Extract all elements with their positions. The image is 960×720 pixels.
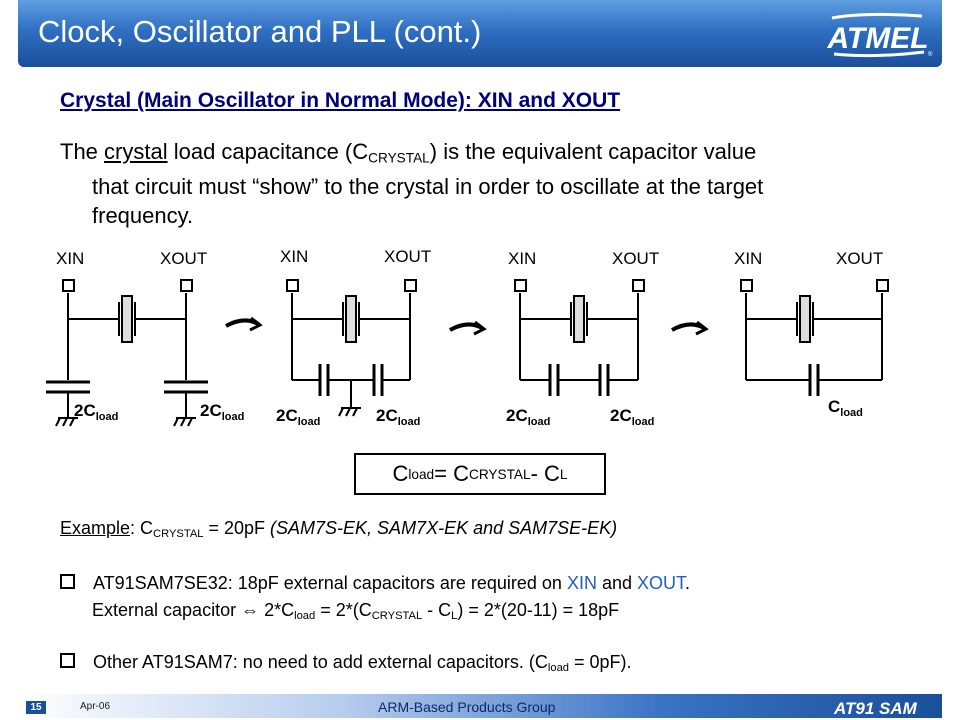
crystal-word: crystal — [104, 139, 168, 164]
at91sam-logo: AT91 SAM — [833, 699, 918, 718]
atmel-logo: ATMEL ® — [826, 12, 933, 58]
crystal-circuit-diagram: XIN XOUT XIN XOUT XIN XOUT XIN XOUT 2Clo… — [46, 247, 889, 428]
pin-label-xin: XIN — [734, 249, 762, 268]
circuit-stage-2 — [291, 293, 411, 417]
title-bar — [18, 0, 942, 67]
page-number: 15 — [26, 701, 46, 714]
cap-label: 2Cload — [276, 406, 320, 428]
pin-label-xout: XOUT — [384, 247, 431, 266]
section-subtitle: Crystal (Main Oscillator in Normal Mode)… — [60, 89, 621, 112]
pin-label-xin: XIN — [280, 247, 308, 266]
pin-label-xout: XOUT — [612, 249, 659, 268]
footer-group-name: ARM-Based Products Group — [378, 699, 556, 715]
description-line-3: frequency. — [92, 203, 194, 229]
cap-label: 2Cload — [506, 406, 550, 428]
example-boards: (SAM7S-EK, SAM7X-EK and SAM7SE-EK) — [270, 518, 618, 538]
checkbox-bullet-icon — [60, 574, 75, 589]
description-line-1: The crystal load capacitance (CCRYSTAL) … — [60, 139, 757, 166]
bullet-sam7se32: AT91SAM7SE32: 18pF external capacitors a… — [60, 573, 690, 594]
circuit-stage-1 — [46, 293, 208, 427]
description: The crystal load capacitance (CCRYSTAL) … — [60, 137, 920, 230]
cap-label: Cload — [828, 397, 863, 419]
example-label: Example — [60, 518, 131, 538]
circuit-stage-4 — [745, 293, 883, 396]
xin-highlight: XIN — [566, 573, 597, 593]
circuit-stage-3 — [519, 293, 639, 396]
slide-title: Clock, Oscillator and PLL (cont.) — [38, 14, 482, 49]
bullet-sam7se32-calc: External capacitor ⇔ 2*Cload = 2*(CCRYST… — [92, 600, 620, 622]
cap-label: 2Cload — [200, 401, 244, 423]
pin-label-xin: XIN — [508, 249, 536, 268]
transition-arrow — [225, 316, 709, 336]
xout-highlight: XOUT — [637, 573, 686, 593]
checkbox-bullet-icon — [60, 653, 75, 668]
bullet-other-sam7: Other AT91SAM7: no need to add external … — [60, 652, 632, 674]
pin-label-xout: XOUT — [836, 249, 883, 268]
svg-text:®: ® — [928, 51, 933, 58]
example-line: Example: CCRYSTAL = 20pF (SAM7S-EK, SAM7… — [60, 518, 618, 540]
footer-date: Apr-06 — [80, 701, 111, 712]
cap-label: 2Cload — [74, 401, 118, 423]
cap-label: 2Cload — [610, 406, 654, 428]
svg-text:AT91 SAM: AT91 SAM — [833, 699, 918, 718]
description-line-2: that circuit must “show” to the crystal … — [92, 174, 764, 200]
svg-text:ATMEL: ATMEL — [826, 22, 928, 55]
footer-bar — [18, 694, 942, 718]
pin-label-xout: XOUT — [160, 249, 207, 268]
pin-label-xin: XIN — [56, 249, 84, 268]
cap-label: 2Cload — [376, 406, 420, 428]
